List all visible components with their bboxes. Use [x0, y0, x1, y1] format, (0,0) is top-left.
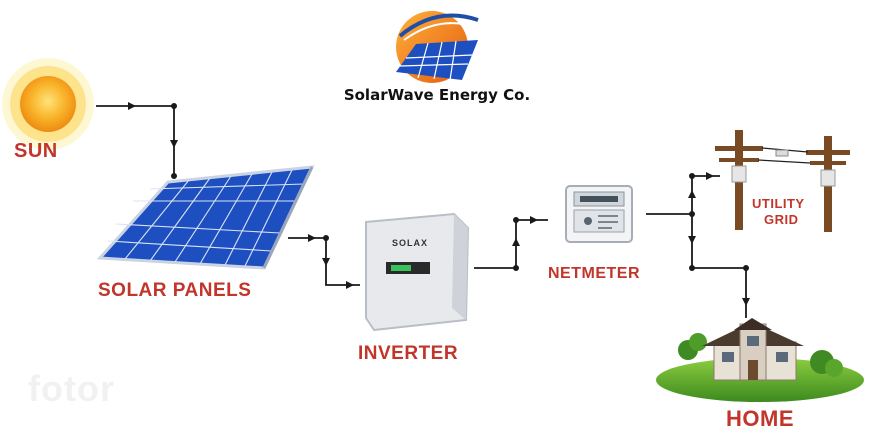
inverter-label: INVERTER: [358, 343, 459, 364]
utility-pole-icon: [715, 130, 850, 232]
solar-panel-icon: [96, 165, 315, 270]
brand-name: SolarWave Energy Co.: [343, 86, 531, 104]
house-icon: [656, 318, 864, 402]
wire-arrows: [128, 102, 750, 306]
inverter-icon: SOLAX: [365, 212, 470, 332]
home-label: HOME: [726, 406, 794, 431]
inverter-brand: SOLAX: [392, 238, 428, 248]
brand-logo-icon: [396, 11, 479, 83]
netmeter-label: NETMETER: [548, 265, 640, 282]
utility-grid-label-line2: GRID: [764, 212, 799, 227]
solar-panels-label: SOLAR PANELS: [98, 280, 252, 301]
sun-icon: [2, 58, 94, 150]
utility-grid-label-line1: UTILITY: [752, 196, 805, 211]
netmeter-icon: [565, 185, 633, 243]
wire-nodes: [171, 103, 749, 271]
sun-label: SUN: [14, 140, 58, 162]
watermark: fotor: [28, 368, 115, 409]
